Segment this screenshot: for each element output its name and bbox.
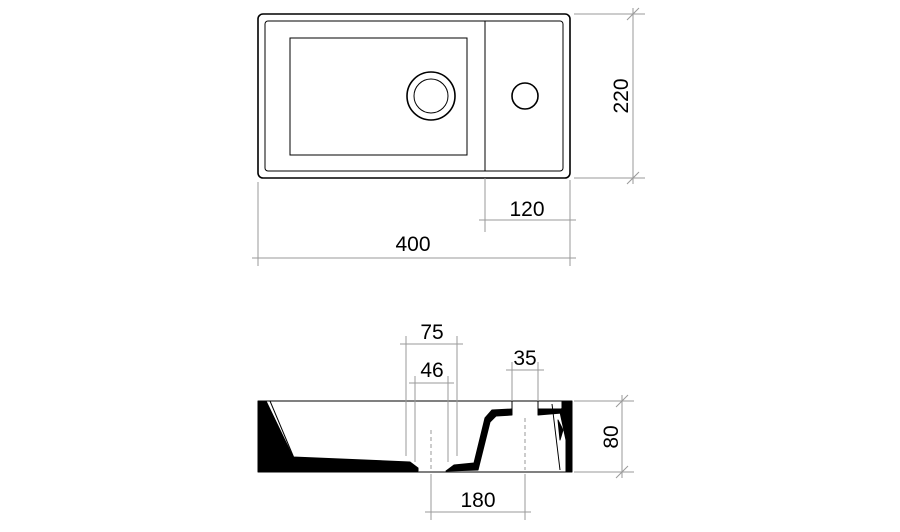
- depth-label: 220: [610, 78, 633, 113]
- basin-outer-outline: [257, 13, 571, 179]
- section-right-floor: [445, 408, 513, 472]
- dimension-tap-hole: 35: [506, 347, 544, 401]
- section-right-wall: [559, 400, 573, 473]
- section-right-wall-notch: [557, 419, 564, 441]
- basin-rim-outline: [264, 20, 564, 172]
- top-view: [257, 13, 571, 179]
- drain-offset-label: 180: [460, 489, 495, 512]
- dimension-drain-inner: 46: [409, 359, 454, 462]
- dimension-width: 400: [252, 182, 576, 266]
- tap-hole: [511, 82, 539, 110]
- dimension-height: 80: [574, 394, 634, 479]
- dimension-tap-deck: 120: [479, 178, 576, 232]
- dimension-drain-outer: 75: [400, 321, 463, 456]
- bowl-outline: [289, 37, 468, 156]
- width-label: 400: [395, 233, 430, 256]
- section-left-wall: [257, 400, 419, 473]
- drain-inner-label: 46: [420, 359, 443, 382]
- tap-hole-label: 35: [513, 347, 536, 370]
- drain-outer-label: 75: [420, 321, 443, 344]
- drain-outer-ring: [406, 71, 456, 121]
- height-label: 80: [600, 425, 623, 448]
- section-deck: [537, 408, 563, 416]
- dimension-depth: 220: [574, 7, 645, 185]
- dimension-drain-offset: 180: [425, 474, 531, 520]
- tap-deck-label: 120: [509, 198, 544, 221]
- drain-inner-ring: [413, 78, 449, 114]
